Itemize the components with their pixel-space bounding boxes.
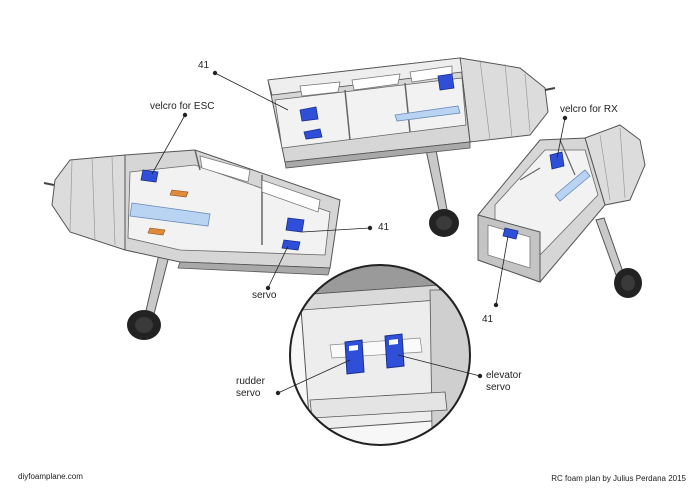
servo-block [303,128,323,140]
rx-block [549,151,565,170]
battery-tray [554,169,591,202]
rudder-servo-block [344,339,365,375]
fuselage-top-view [267,57,556,237]
label-velcro-for-rx: velcro for RX [560,104,618,115]
label-elevator-servo: elevator servo [486,370,522,393]
wheel [429,209,459,237]
footer-site: diyfoamplane.com [18,472,83,481]
label-servo: servo [252,290,277,301]
cabin-interior [274,77,467,149]
wheel [614,268,642,298]
battery-tray [129,202,211,227]
fuselage-right-view [477,124,646,298]
servo-block [502,227,519,240]
landing-gear-strut [595,217,624,276]
zoom-detail [289,264,471,446]
servo-block [281,239,301,251]
servo-block [299,106,319,122]
rx-block [437,73,455,91]
battery-tray [394,105,461,122]
label-rudder-servo: rudder servo [236,376,265,399]
esc-block [169,189,189,198]
label-velcro-for-esc: velcro for ESC [150,101,215,112]
fuselage-left-view [43,149,341,340]
label-part-41-left: 41 [378,222,390,233]
esc-velcro-block [140,169,159,183]
servo-block [285,217,305,233]
landing-gear-strut [144,249,171,319]
leader-lines [151,70,568,396]
footer-credit: RC foam plan by Julius Perdana 2015 [551,474,686,483]
wheel [127,310,161,340]
zoom-circle [289,264,471,446]
elevator-servo-block [384,333,405,369]
label-part-41-right: 41 [482,314,494,325]
cabin-interior [127,164,331,256]
landing-gear-strut [425,149,449,216]
label-part-41-top: 41 [198,60,210,71]
nose-cowling [459,57,549,143]
